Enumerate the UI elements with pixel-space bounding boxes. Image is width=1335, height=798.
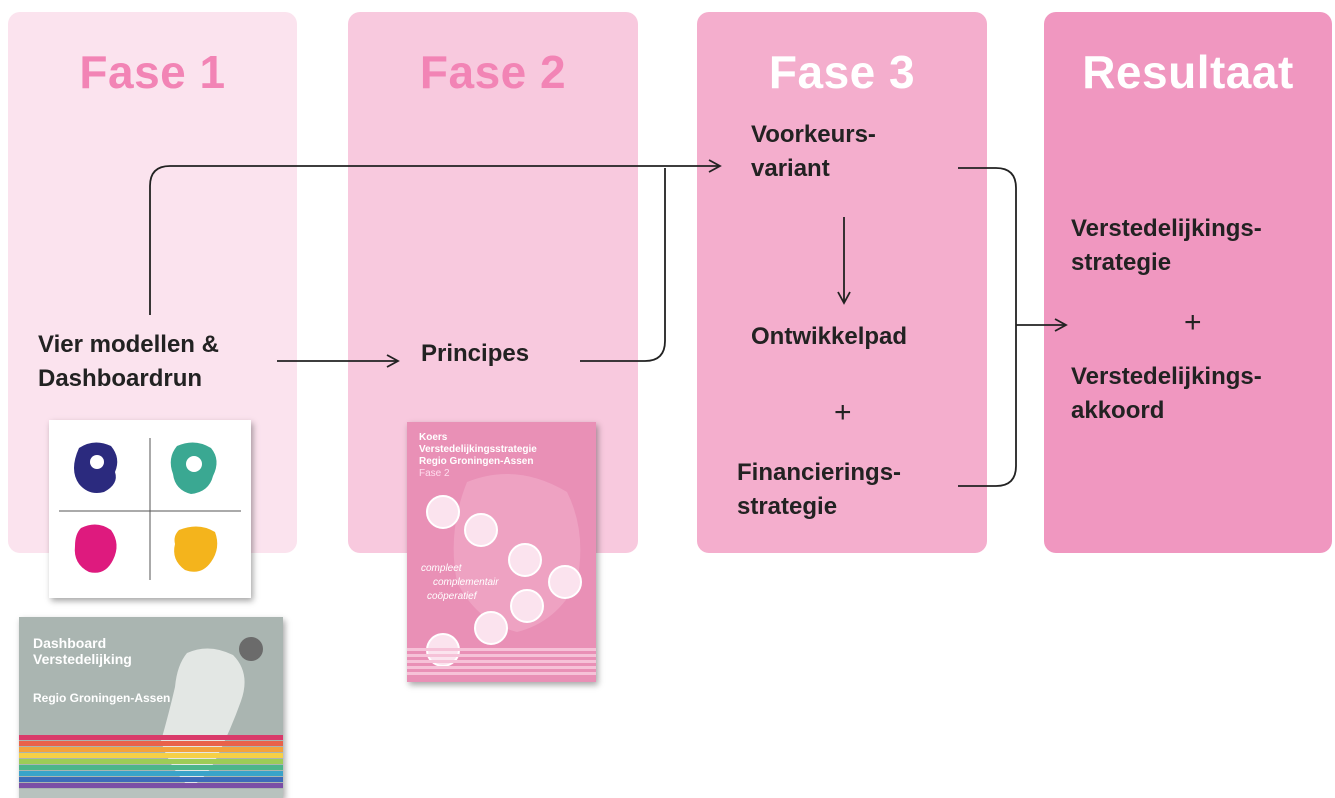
phase-title-fase-1: Fase 1 xyxy=(79,46,226,98)
label-verstedelijkingsstrategie: Verstedelijkings- strategie xyxy=(1071,215,1262,276)
koers-fase: Fase 2 xyxy=(419,468,450,479)
column-fase-3: Fase 3 xyxy=(697,12,987,553)
label-financieringsstrategie: Financierings- strategie xyxy=(737,459,902,520)
model-blob-spreiding-suburbanisatie xyxy=(174,526,218,572)
thumbnail-koers-document: Koers Verstedelijkingsstrategie Regio Gr… xyxy=(407,422,596,682)
phase-title-fase-3: Fase 3 xyxy=(768,46,916,98)
label-vier-modellen: Vier modellen & Dashboardrun xyxy=(38,331,219,392)
arrow-fase1-to-voorkeur xyxy=(149,159,722,315)
dashboard-graphic xyxy=(19,637,283,798)
model-blob-concentratie-suburbanisatie xyxy=(74,524,117,573)
plus-fase3: + xyxy=(834,396,852,429)
label-ontwikkelpad: Ontwikkelpad xyxy=(751,323,908,350)
models-quadrant-graphic xyxy=(59,438,241,580)
phase-title-fase-2: Fase 2 xyxy=(419,46,567,98)
thumbnail-dashboard: Dashboard Verstedelijking Regio Groninge… xyxy=(19,617,283,798)
thumbnail-vier-modellen xyxy=(49,420,251,598)
dashboard-title: Dashboard Verstedelijking xyxy=(33,635,132,667)
phase-title-resultaat: Resultaat xyxy=(1082,46,1294,98)
connector-principes-up xyxy=(580,168,666,362)
label-voorkeursvariant: Voorkeurs- variant xyxy=(751,121,876,182)
koers-title: Koers Verstedelijkingsstrategie Regio Gr… xyxy=(419,432,537,467)
label-principes: Principes xyxy=(421,340,530,367)
dashboard-subtitle: Regio Groningen-Assen xyxy=(33,691,171,705)
label-verstedelijkingsakkoord: Verstedelijkings- akkoord xyxy=(1071,363,1262,424)
koers-keywords: compleet complementair coöperatief xyxy=(421,563,499,602)
column-resultaat: Resultaat xyxy=(1044,12,1332,553)
plus-resultaat: + xyxy=(1184,306,1202,339)
koers-graphic xyxy=(407,474,596,675)
bracket-fase3 xyxy=(958,167,1017,487)
